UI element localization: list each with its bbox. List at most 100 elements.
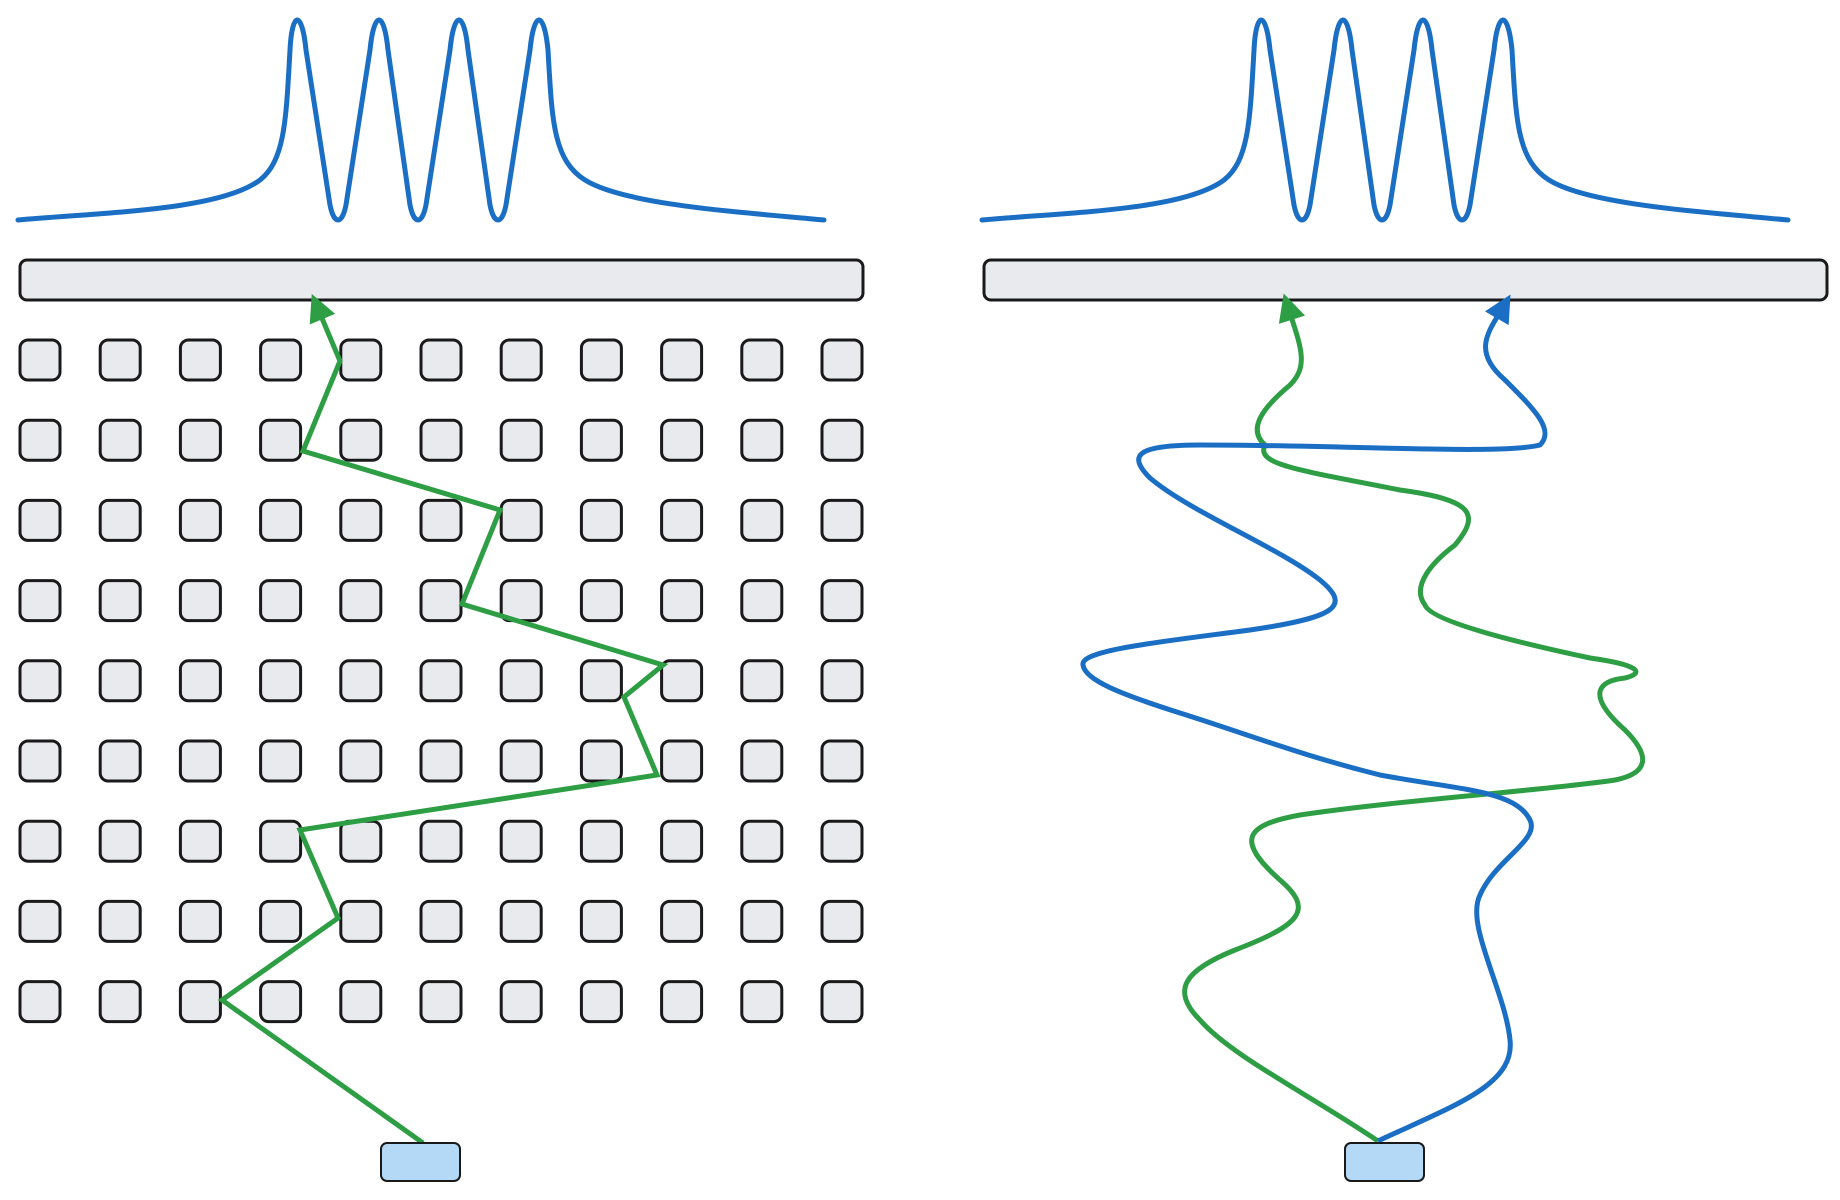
obstacle-square: [499, 980, 543, 1024]
obstacle-square: [660, 980, 704, 1024]
obstacle-square: [660, 338, 704, 382]
obstacle-square: [98, 739, 142, 783]
obstacle-square: [499, 899, 543, 943]
obstacle-square: [579, 579, 623, 623]
obstacle-square: [499, 659, 543, 703]
obstacle-square: [499, 739, 543, 783]
obstacle-square: [18, 899, 62, 943]
obstacle-square: [419, 739, 463, 783]
right-panel: [979, 17, 1829, 1182]
obstacle-square: [18, 338, 62, 382]
obstacle-square: [499, 579, 543, 623]
right-detector-bar: [982, 258, 1829, 302]
obstacle-square: [18, 980, 62, 1024]
obstacle-square: [419, 659, 463, 703]
obstacle-square: [339, 739, 383, 783]
obstacle-square: [820, 418, 864, 462]
right-green-path: [1182, 293, 1645, 1144]
obstacle-square: [98, 899, 142, 943]
obstacle-square: [820, 579, 864, 623]
obstacle-square: [419, 418, 463, 462]
right-source-box: [1344, 1142, 1425, 1182]
obstacle-square: [419, 899, 463, 943]
obstacle-square: [259, 899, 303, 943]
obstacle-square: [18, 579, 62, 623]
obstacle-square: [820, 498, 864, 542]
obstacle-square: [820, 819, 864, 863]
obstacle-square: [18, 819, 62, 863]
obstacle-square: [660, 579, 704, 623]
right-blue-path: [1080, 294, 1548, 1144]
obstacle-square: [178, 498, 222, 542]
left-source-box: [380, 1142, 461, 1182]
left-green-path: [217, 293, 669, 1146]
obstacle-square: [740, 498, 784, 542]
obstacle-square: [339, 579, 383, 623]
obstacle-square: [579, 899, 623, 943]
obstacle-square: [259, 819, 303, 863]
obstacle-square: [178, 418, 222, 462]
obstacle-square: [259, 418, 303, 462]
obstacle-square: [339, 899, 383, 943]
obstacle-square: [660, 739, 704, 783]
obstacle-square: [740, 579, 784, 623]
obstacle-square: [499, 418, 543, 462]
obstacle-square: [660, 498, 704, 542]
obstacle-square: [339, 980, 383, 1024]
obstacle-square: [18, 659, 62, 703]
left-intensity-curve: [15, 17, 827, 223]
obstacle-square: [740, 659, 784, 703]
obstacle-square: [740, 980, 784, 1024]
obstacle-square: [98, 498, 142, 542]
obstacle-square: [178, 899, 222, 943]
obstacle-square: [339, 498, 383, 542]
obstacle-square: [579, 739, 623, 783]
left-detector-bar: [18, 258, 865, 302]
obstacle-square: [740, 739, 784, 783]
obstacle-square: [178, 739, 222, 783]
obstacle-square: [339, 659, 383, 703]
obstacle-square: [820, 980, 864, 1024]
obstacle-square: [339, 418, 383, 462]
obstacle-square: [178, 338, 222, 382]
obstacle-square: [820, 338, 864, 382]
obstacle-square: [579, 498, 623, 542]
left-obstacle-grid: [18, 338, 864, 1024]
obstacle-square: [98, 980, 142, 1024]
obstacle-square: [419, 980, 463, 1024]
obstacle-square: [419, 819, 463, 863]
obstacle-square: [98, 819, 142, 863]
obstacle-square: [178, 980, 222, 1024]
obstacle-square: [98, 338, 142, 382]
obstacle-square: [820, 739, 864, 783]
obstacle-square: [18, 418, 62, 462]
obstacle-square: [259, 659, 303, 703]
right-intensity-curve: [979, 17, 1791, 223]
obstacle-square: [18, 498, 62, 542]
obstacle-square: [18, 739, 62, 783]
obstacle-square: [820, 899, 864, 943]
obstacle-square: [660, 659, 704, 703]
obstacle-square: [579, 659, 623, 703]
obstacle-square: [259, 980, 303, 1024]
obstacle-square: [740, 899, 784, 943]
obstacle-square: [419, 579, 463, 623]
obstacle-square: [660, 418, 704, 462]
obstacle-square: [740, 418, 784, 462]
obstacle-square: [579, 338, 623, 382]
obstacle-square: [178, 659, 222, 703]
obstacle-square: [178, 579, 222, 623]
obstacle-square: [499, 819, 543, 863]
obstacle-square: [579, 418, 623, 462]
obstacle-square: [660, 819, 704, 863]
obstacle-square: [259, 498, 303, 542]
left-panel: [15, 17, 865, 1182]
obstacle-square: [579, 980, 623, 1024]
obstacle-square: [98, 659, 142, 703]
obstacle-square: [98, 579, 142, 623]
obstacle-square: [419, 338, 463, 382]
obstacle-square: [419, 498, 463, 542]
obstacle-square: [740, 819, 784, 863]
